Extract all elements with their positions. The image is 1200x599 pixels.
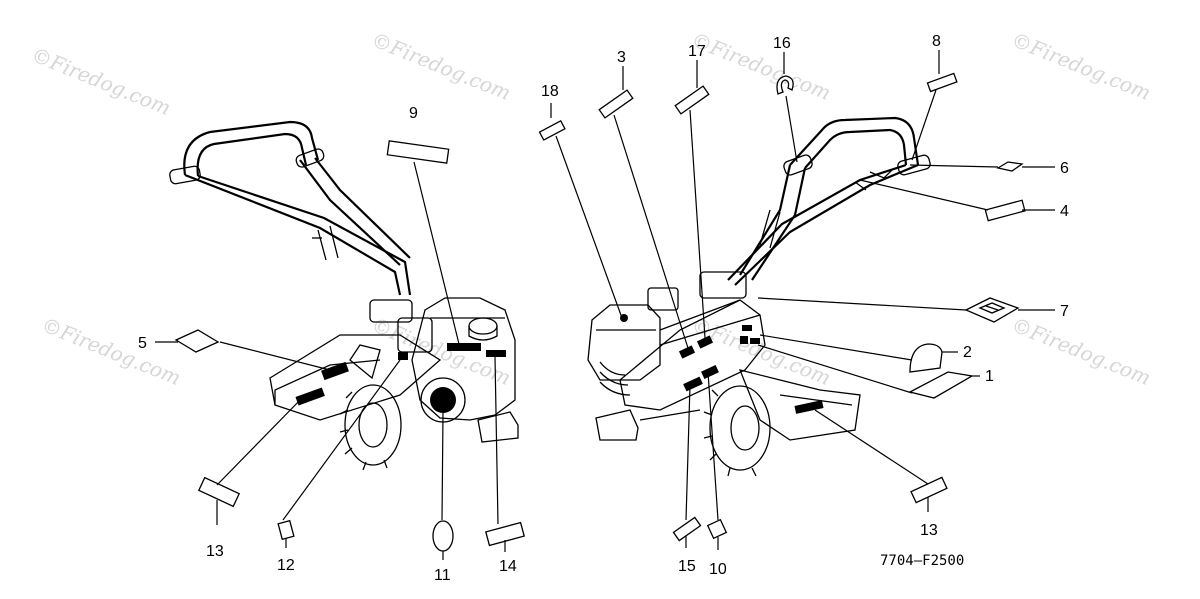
callout-4: 4 bbox=[1060, 203, 1069, 220]
decal-14-icon bbox=[485, 521, 525, 547]
callout-6: 6 bbox=[1060, 160, 1069, 177]
callouts: 1 2 3 4 5 6 7 8 9 10 11 12 13 13 14 15 1… bbox=[138, 33, 1069, 584]
callout-7: 7 bbox=[1060, 303, 1069, 320]
watermark: ©Firedog.com bbox=[1008, 27, 1154, 105]
decal-8-icon bbox=[926, 72, 958, 93]
callout-5: 5 bbox=[138, 335, 147, 352]
callout-8: 8 bbox=[932, 33, 941, 50]
decal-5-icon bbox=[174, 329, 220, 353]
callout-10: 10 bbox=[709, 561, 727, 578]
callout-12: 12 bbox=[277, 557, 295, 574]
diagram-code: 7704—F2500 bbox=[880, 553, 964, 569]
callout-13-left: 13 bbox=[206, 543, 224, 560]
decal-7-icon bbox=[964, 297, 1020, 323]
leader-lines bbox=[155, 50, 1055, 560]
callout-13-right: 13 bbox=[920, 522, 938, 539]
decal-17-icon bbox=[674, 85, 710, 115]
callout-18: 18 bbox=[541, 83, 559, 100]
callout-14: 14 bbox=[499, 558, 517, 575]
left-tiller bbox=[169, 120, 519, 471]
watermark: ©Firedog.com bbox=[28, 42, 174, 120]
callout-2: 2 bbox=[963, 344, 972, 361]
decal-3-icon bbox=[598, 89, 634, 119]
decal-13-icon bbox=[910, 476, 948, 504]
decal-icons bbox=[174, 72, 1026, 552]
callout-9: 9 bbox=[409, 105, 418, 122]
decal-13-icon bbox=[197, 476, 241, 508]
decal-16-icon bbox=[776, 75, 794, 95]
decal-11-icon bbox=[432, 520, 454, 552]
watermark: ©Firedog.com bbox=[38, 312, 184, 390]
decal-10-icon bbox=[706, 518, 728, 540]
decal-12-icon bbox=[277, 519, 295, 541]
callout-11: 11 bbox=[434, 567, 451, 584]
decal-1-icon bbox=[908, 371, 974, 399]
decal-6-icon bbox=[996, 161, 1024, 172]
watermark: ©Firedog.com bbox=[688, 27, 834, 105]
decal-2-icon bbox=[909, 343, 943, 373]
decal-18-icon bbox=[538, 119, 566, 141]
watermark: ©Firedog.com bbox=[1008, 312, 1154, 390]
decal-9-icon bbox=[386, 140, 450, 164]
callout-16: 16 bbox=[773, 35, 791, 52]
decal-4-icon bbox=[984, 199, 1026, 222]
decal-15-icon bbox=[672, 516, 702, 542]
callout-3: 3 bbox=[617, 49, 626, 66]
callout-17: 17 bbox=[688, 43, 706, 60]
watermark: ©Firedog.com bbox=[368, 27, 514, 105]
callout-15: 15 bbox=[678, 558, 696, 575]
callout-1: 1 bbox=[985, 368, 994, 385]
right-tiller bbox=[587, 116, 931, 477]
